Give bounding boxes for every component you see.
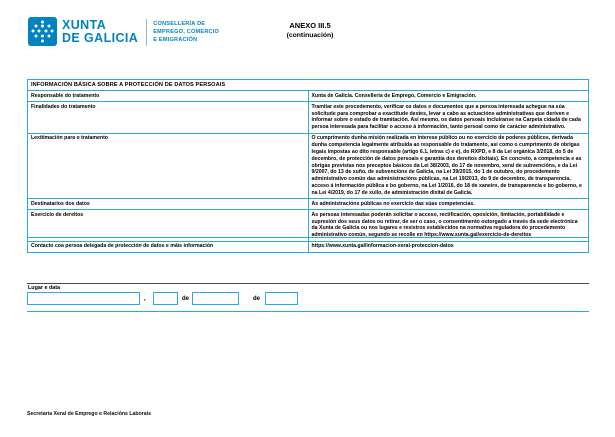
table-row-destinatarios: Destinatarios dos datos As administració… (27, 198, 589, 211)
annex-title-line2: (continuación) (286, 32, 334, 39)
month-input[interactable] (192, 292, 239, 305)
section-divider (27, 237, 589, 238)
year-input[interactable] (265, 292, 298, 305)
footer-text: Secretaría Xeral de Emprego e Relacións … (27, 411, 151, 417)
logo-org-line2: DE GALICIA (62, 31, 139, 46)
row-value: Tramitar este procedemento, verificar os… (307, 101, 589, 134)
xunta-logo-icon (28, 17, 57, 46)
table-row-responsable: Responsable do tratamento Xunta de Galic… (27, 90, 589, 103)
comma-separator: , (144, 296, 146, 302)
table-row-contacto-dpd: Contacto coa persoa delegada de protecci… (27, 240, 589, 253)
logo-dept-line3: E EMIGRACIÓN (153, 37, 198, 44)
logo-dept-line2: EMPREGO, COMERCIO (153, 29, 220, 36)
signature-divider-top (27, 283, 589, 284)
table-header: INFORMACIÓN BÁSICA SOBRE A PROTECCIÓN DE… (27, 78, 589, 92)
row-value: https://www.xunta.gal/informacion-xeral-… (307, 240, 589, 253)
logo-divider (146, 19, 148, 46)
annex-title: ANEXO III.5 (continuación) (212, 21, 408, 39)
place-input[interactable] (27, 292, 140, 305)
table-row-finalidades: Finalidades do tratamento Tramitar este … (27, 101, 589, 134)
signature-divider-bottom (27, 311, 589, 312)
row-label: Exercicio de dereitos (27, 209, 309, 242)
de-word-2: de (253, 296, 261, 302)
row-value: As persoas interesadas poderán solicitar… (307, 209, 589, 242)
xunta-logo: XUNTA DE GALICIA CONSELLERÍA DE EMPREGO,… (28, 17, 219, 46)
de-word-1: de (182, 296, 190, 302)
row-label: Lexitimación para o tratamento (27, 132, 309, 200)
logo-org-name: XUNTA DE GALICIA (62, 17, 138, 46)
row-value: Xunta de Galicia. Consellería de Emprego… (307, 90, 589, 103)
row-value: O cumprimento dunha misión realizada en … (307, 132, 589, 200)
row-label: Contacto coa persoa delegada de protecci… (27, 240, 309, 253)
row-label: Destinatarios dos datos (27, 198, 309, 211)
annex-title-line1: ANEXO III.5 (289, 21, 331, 30)
row-label: Finalidades do tratamento (27, 101, 309, 134)
logo-org-line1: XUNTA (62, 18, 107, 32)
table-header-row: INFORMACIÓN BÁSICA SOBRE A PROTECCIÓN DE… (27, 78, 589, 92)
logo-dept-line1: CONSELLERÍA DE (153, 21, 206, 27)
day-input[interactable] (153, 292, 178, 305)
table-row-exercicio-dereitos: Exercicio de dereitos As persoas interes… (27, 209, 589, 242)
logo-department: CONSELLERÍA DE EMPREGO, COMERCIO E EMIGR… (153, 17, 219, 44)
place-date-label: Lugar e data (28, 285, 61, 291)
row-value: As administracións públicas no exercicio… (307, 198, 589, 211)
row-label: Responsable do tratamento (27, 90, 309, 103)
table-row-lexitimacion: Lexitimación para o tratamento O cumprim… (27, 132, 589, 200)
data-protection-table: INFORMACIÓN BÁSICA SOBRE A PROTECCIÓN DE… (27, 78, 589, 253)
